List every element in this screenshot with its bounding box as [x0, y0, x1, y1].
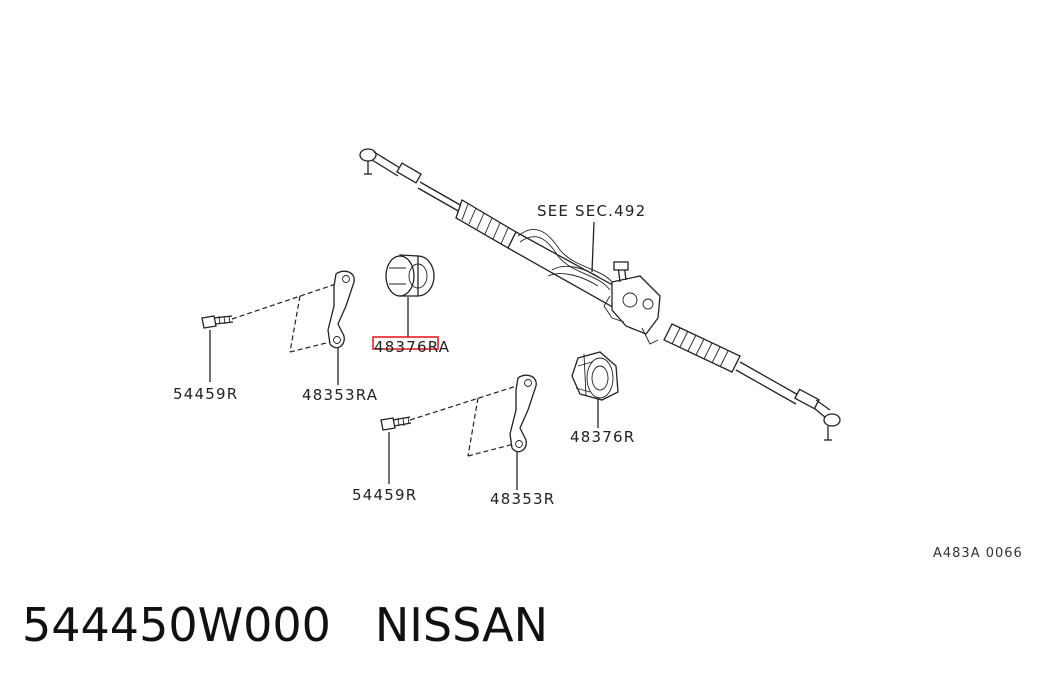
bushing-48376ra — [385, 254, 435, 297]
see-sec-leader — [591, 221, 595, 273]
bracket-48353ra — [327, 270, 355, 349]
diagram-code: A483A 0066 — [933, 546, 1023, 561]
bolt-54459r-lower — [380, 416, 412, 431]
footer-caption: 544450W000 NISSAN — [22, 598, 548, 652]
steering-rack-assembly — [359, 148, 841, 441]
brand-name: NISSAN — [374, 598, 548, 652]
bushing-48376r — [571, 351, 619, 401]
label-48353r[interactable]: 48353R — [490, 490, 555, 508]
label-48376r[interactable]: 48376R — [570, 428, 635, 446]
right-tie-rod-end — [794, 388, 841, 441]
left-tie-rod-end — [359, 148, 422, 184]
right-boot — [663, 323, 741, 373]
part-number: 544450W000 — [22, 598, 331, 652]
label-48376ra[interactable]: 48376RA — [374, 338, 450, 356]
bolt-54459r-upper — [201, 315, 234, 329]
label-54459r-upper[interactable]: 54459R — [173, 385, 238, 403]
see-sec-label[interactable]: SEE SEC.492 — [537, 202, 646, 220]
label-48353ra[interactable]: 48353RA — [302, 386, 378, 404]
highlight-box-48376ra — [372, 336, 439, 350]
left-boot — [455, 199, 517, 249]
bracket-48353r — [509, 374, 537, 453]
pinion-valve-body — [603, 261, 661, 345]
label-54459r-lower[interactable]: 54459R — [352, 486, 417, 504]
